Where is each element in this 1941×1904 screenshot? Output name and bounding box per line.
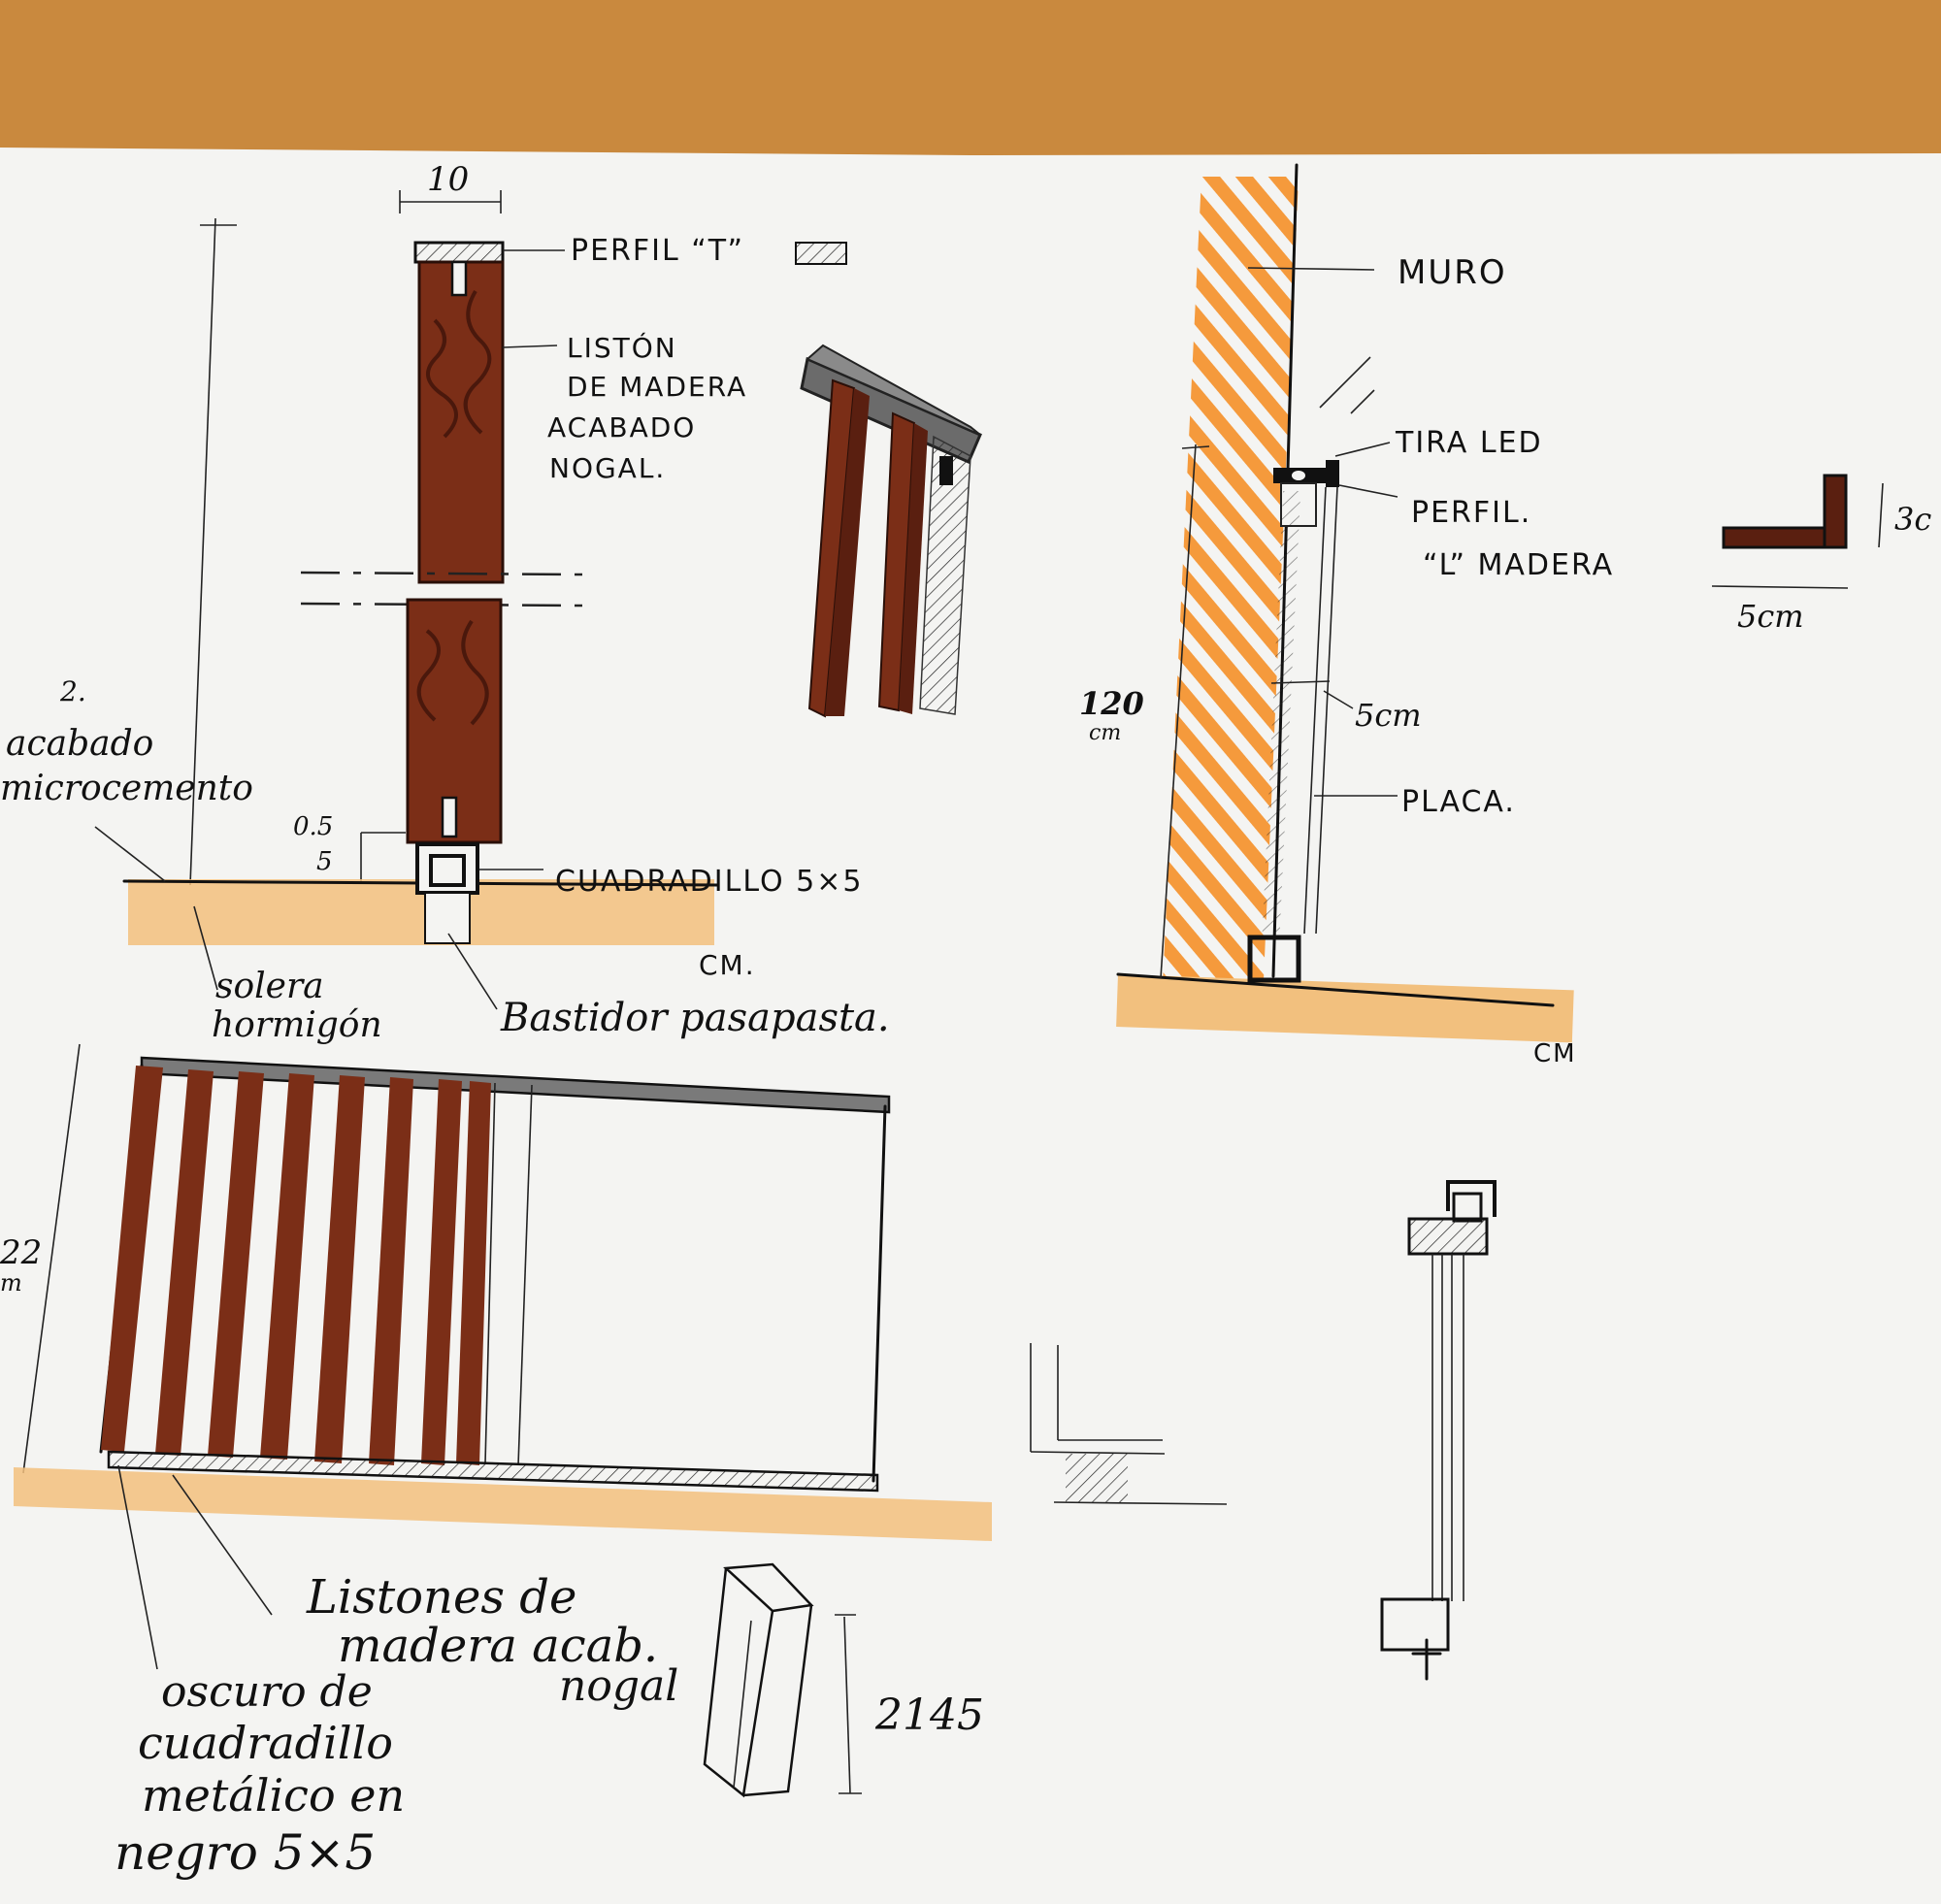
dim-22-label: 22 [0, 1233, 42, 1272]
wood-slat-upper [417, 260, 505, 584]
solera-label-1: solera [215, 967, 324, 1006]
slat-section-detail: 10 0.5 5 PERFIL “T” [0, 160, 890, 1045]
width-dimension-label: 10 [427, 160, 469, 199]
bastidor-label: Bastidor pasapasta. [500, 996, 890, 1040]
dim-22-unit: m [0, 1269, 22, 1297]
detail-number-2: 2. [59, 675, 86, 707]
dim-5cm-wall: 5cm [1355, 697, 1422, 734]
perfil-l-label-2: “L” MADERA [1423, 548, 1614, 582]
placa-label: PLACA. [1401, 785, 1516, 819]
muro-label: MURO [1398, 253, 1507, 292]
led-strip [1290, 469, 1307, 482]
listones-label-2: madera acab. [338, 1619, 658, 1673]
slat-perspective-sketch [800, 344, 982, 718]
oscuro-label-3: metálico en [142, 1769, 405, 1822]
slat-wall-elevation: 22 m Listones de madera acab. nogal oscu… [0, 1043, 992, 1881]
dim-120-label: 120 [1079, 685, 1144, 722]
height-dimension-line [189, 217, 216, 886]
cm-label-2: CM [1533, 1039, 1577, 1068]
wall-hatch [1163, 177, 1299, 984]
break-line [300, 571, 583, 576]
nogal-label: NOGAL. [549, 452, 666, 484]
cuadradillo-label: CUADRADILLO 5×5 [555, 865, 863, 899]
liston-label: LISTÓN [567, 331, 677, 364]
de-madera-label: DE MADERA [567, 371, 747, 403]
oscuro-label-2: cuadradillo [138, 1717, 393, 1769]
solera-label-2: hormigón [212, 1005, 382, 1045]
dim-3-label: 3c [1894, 501, 1931, 538]
elevation-height-dim [22, 1043, 81, 1474]
base-square-tube [107, 1450, 879, 1493]
elevation-slats [101, 1066, 491, 1465]
acabado-micro-label-1: acabado [6, 724, 153, 764]
corner-detail-sketch [1030, 1343, 1228, 1505]
post-perspective-sketch: 2145 [703, 1562, 984, 1798]
vertical-panel-section [1380, 1180, 1497, 1681]
acabado-micro-label-2: microcemento [0, 769, 253, 808]
dim-5-label: 5 [316, 847, 333, 876]
wall-floor [1116, 974, 1574, 1043]
listones-label-1: Listones de [306, 1570, 576, 1625]
t-profile-cap [413, 241, 505, 264]
oscuro-label-4: negro 5×5 [115, 1824, 376, 1881]
bottom-square-tube [1247, 935, 1301, 983]
dim-2145-label: 2145 [874, 1691, 984, 1740]
dim-05-label: 0.5 [293, 812, 333, 841]
acabado-label: ACABADO [547, 411, 696, 443]
tira-led-label: TIRA LED [1395, 426, 1543, 460]
dim-120-unit: cm [1089, 721, 1121, 745]
perfil-l-label-1: PERFIL. [1411, 496, 1531, 530]
perfil-t-label: PERFIL “T” [571, 234, 744, 268]
cm-label-1: CM. [699, 949, 756, 981]
panel-section [1262, 491, 1301, 934]
oscuro-label-1: oscuro de [161, 1667, 373, 1717]
wall-section-detail: 120 cm 5cm MURO TIRA LED PERFIL. “L” MAD… [1079, 163, 1931, 1068]
listones-label-3: nogal [559, 1661, 678, 1711]
elevation-floor [14, 1467, 992, 1541]
dim-5cm-profile: 5cm [1737, 598, 1804, 635]
